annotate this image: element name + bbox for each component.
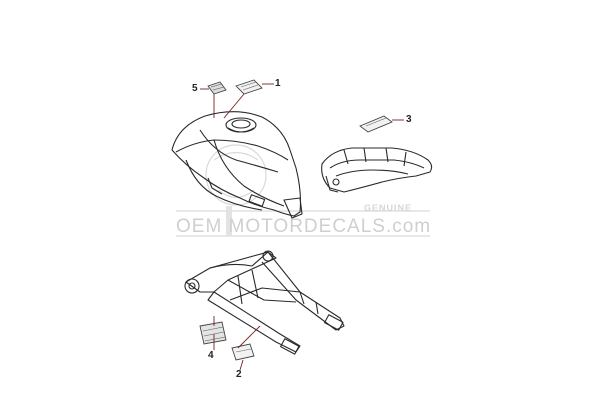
- callout-5: 5: [192, 83, 198, 94]
- watermark-text: OEM MOTORDECALS.com: [176, 216, 432, 237]
- swingarm: [184, 250, 345, 355]
- watermark-badge: GENUINE: [364, 203, 413, 213]
- decal-5: [207, 81, 227, 95]
- decal-3: [359, 115, 393, 133]
- watermark-graphic: [176, 144, 430, 237]
- seat-cowl: [321, 147, 433, 193]
- decal-1: [235, 79, 263, 95]
- leader-lines: [200, 83, 404, 371]
- decal-2: [231, 343, 255, 361]
- decal-4: [199, 321, 227, 345]
- callout-4: 4: [208, 350, 214, 361]
- callout-1: 1: [275, 78, 281, 89]
- fuel-tank: [171, 111, 303, 219]
- callout-3: 3: [406, 114, 412, 125]
- callout-2: 2: [236, 369, 242, 380]
- watermark-bar: [226, 206, 232, 236]
